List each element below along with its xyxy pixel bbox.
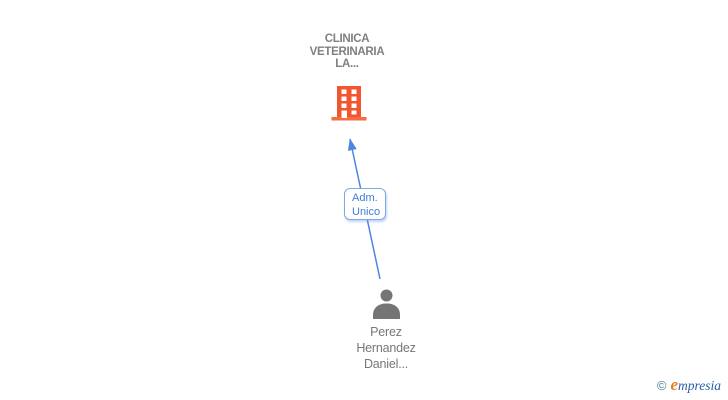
- company-node-label[interactable]: CLINICA VETERINARIA LA...: [267, 33, 427, 71]
- brand-name: mpresia: [678, 378, 721, 393]
- person-label-line: Perez: [370, 325, 402, 339]
- person-label-line: Hernandez: [356, 341, 416, 355]
- company-label-line: LA...: [335, 58, 359, 70]
- empresia-logo[interactable]: © e mpresia: [657, 375, 721, 395]
- edge-label-line: Unico: [352, 206, 381, 218]
- copyright-icon: ©: [656, 378, 667, 393]
- brand-initial: e: [670, 375, 678, 394]
- person-node-label[interactable]: Perez Hernandez Daniel...: [306, 324, 466, 372]
- building-icon[interactable]: [331, 86, 367, 121]
- edge-label-adm-unico[interactable]: Adm. Unico: [344, 188, 386, 220]
- company-label-line: CLINICA: [324, 33, 370, 45]
- person-icon[interactable]: [370, 289, 403, 319]
- company-label-line: VETERINARIA: [309, 45, 385, 58]
- edge-label-line: Adm.: [352, 192, 378, 204]
- person-label-line: Daniel...: [363, 357, 409, 371]
